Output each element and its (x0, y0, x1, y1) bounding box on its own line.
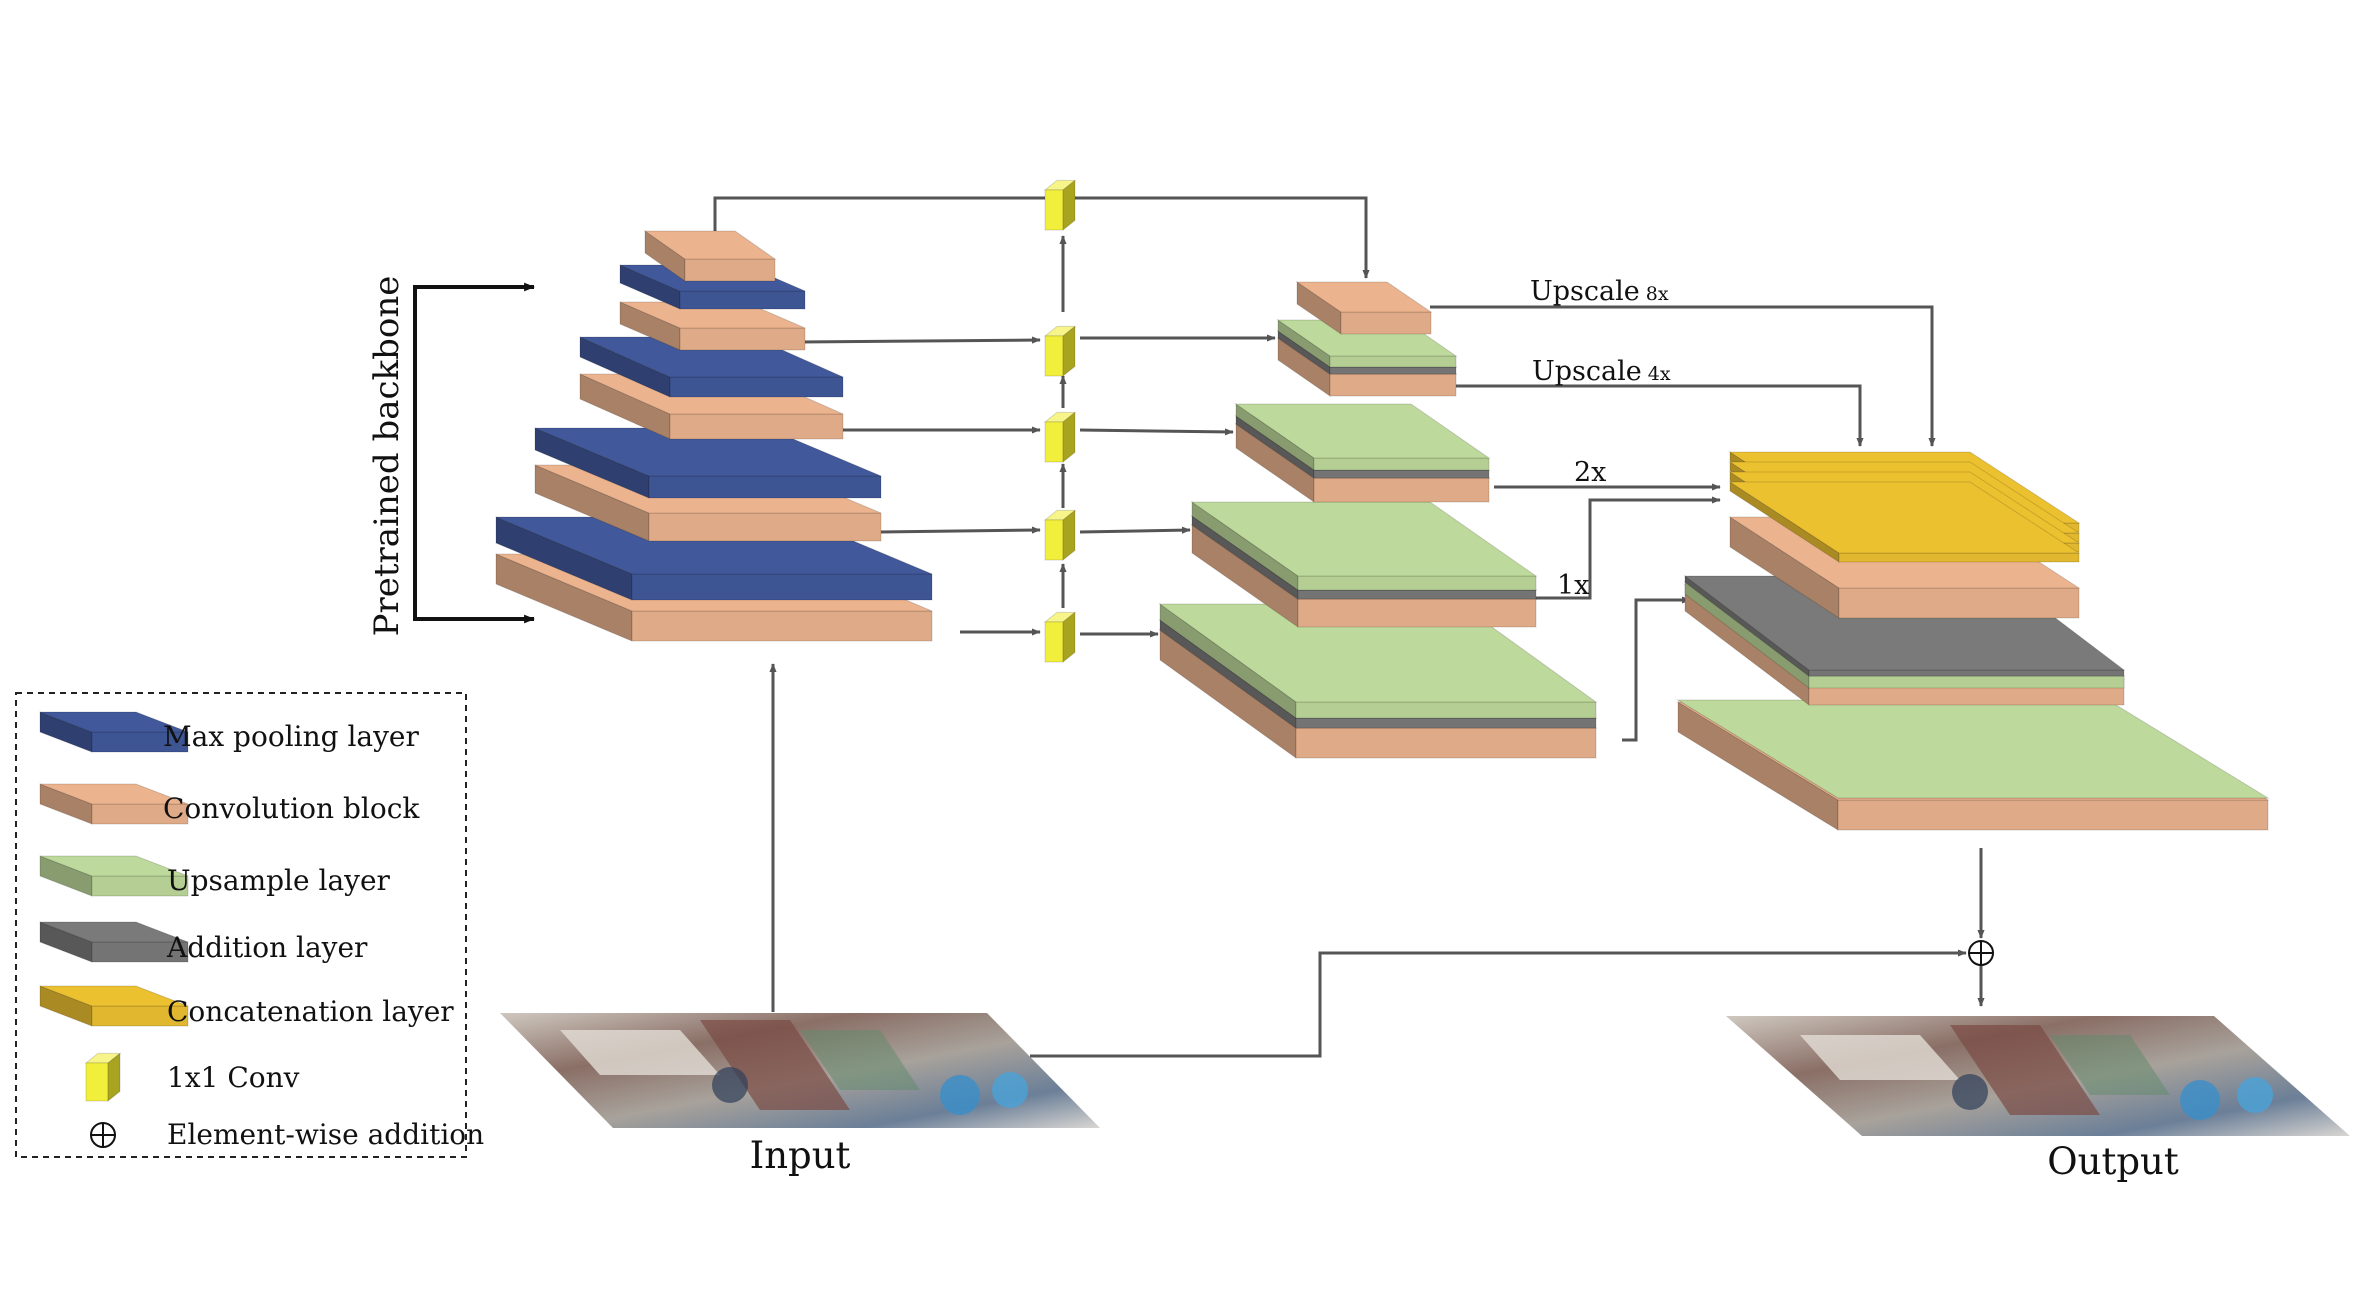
output-label: Output (2047, 1140, 2179, 1183)
input-skip-to-addition (1030, 949, 1967, 1058)
legend-icons (39, 711, 189, 1103)
decoder-upsample-slab-1 (1190, 501, 1538, 591)
upscale8-arrow (1430, 305, 1936, 447)
encoder-to-cube-1 (799, 336, 1041, 344)
conv1x1-cube-3 (1043, 509, 1077, 562)
encoder-to-cube-3 (879, 526, 1041, 534)
head-concat-slab-3 (1728, 481, 2081, 563)
legend-concat-icon (39, 985, 189, 1027)
input-label: Input (750, 1134, 851, 1177)
legend-upsample-icon (39, 855, 189, 897)
conv1x1-cube-2 (1043, 411, 1077, 464)
legend-conv-icon (39, 783, 189, 825)
cube-to-decoder-2 (1079, 428, 1234, 436)
legend-maxpool-icon (39, 711, 189, 753)
encoder-maxpool-slab-2 (579, 336, 844, 398)
legend-label-maxpool: Max pooling layer (163, 720, 419, 753)
legend-label-concat: Concatenation layer (167, 995, 454, 1028)
scale1-arrow (1535, 496, 1721, 600)
encoder-top-conv-slab (643, 230, 777, 282)
skip-top-line (713, 196, 1370, 279)
decoder-top-conv-slab (1295, 281, 1433, 335)
decoder-to-head-arrow (1622, 596, 1691, 742)
output-image (1726, 1016, 2350, 1136)
input-image (500, 1013, 1100, 1128)
legend-label-upsample: Upsample layer (167, 864, 391, 897)
circle-plus-icon (90, 1122, 116, 1148)
scale-2x-label: 2x (1574, 457, 1606, 488)
encoder-maxpool-slab-1 (534, 427, 882, 499)
conv1x1-cube-0 (1043, 179, 1077, 232)
layer-blocks (495, 179, 2270, 831)
legend: Max pooling layer Convolution block Upsa… (15, 692, 484, 1158)
conv1x1-cube-1 (1043, 325, 1077, 378)
decoder-upsample-slab-0 (1158, 603, 1598, 719)
cube-to-decoder-3 (1079, 526, 1191, 534)
legend-label-conv1x1: 1x1 Conv (167, 1061, 300, 1094)
legend-label-addition-op: Element-wise addition (167, 1118, 484, 1151)
scale-1x-label: 1x (1557, 570, 1589, 601)
connector-arrows (413, 196, 1985, 1058)
legend-label-addition: Addition layer (166, 931, 368, 964)
legend-label-conv: Convolution block (163, 792, 420, 825)
legend-addition-icon (39, 921, 189, 963)
conv1x1-cube-4 (1043, 611, 1077, 664)
element-wise-addition-node (1968, 940, 1994, 966)
backbone-label: Pretrained backbone (367, 276, 407, 637)
legend-frame (15, 692, 467, 1158)
decoder-upsample-slab-2 (1234, 403, 1491, 471)
legend-conv1x1-icon (84, 1052, 122, 1103)
upscale4-arrow (1455, 384, 1864, 447)
